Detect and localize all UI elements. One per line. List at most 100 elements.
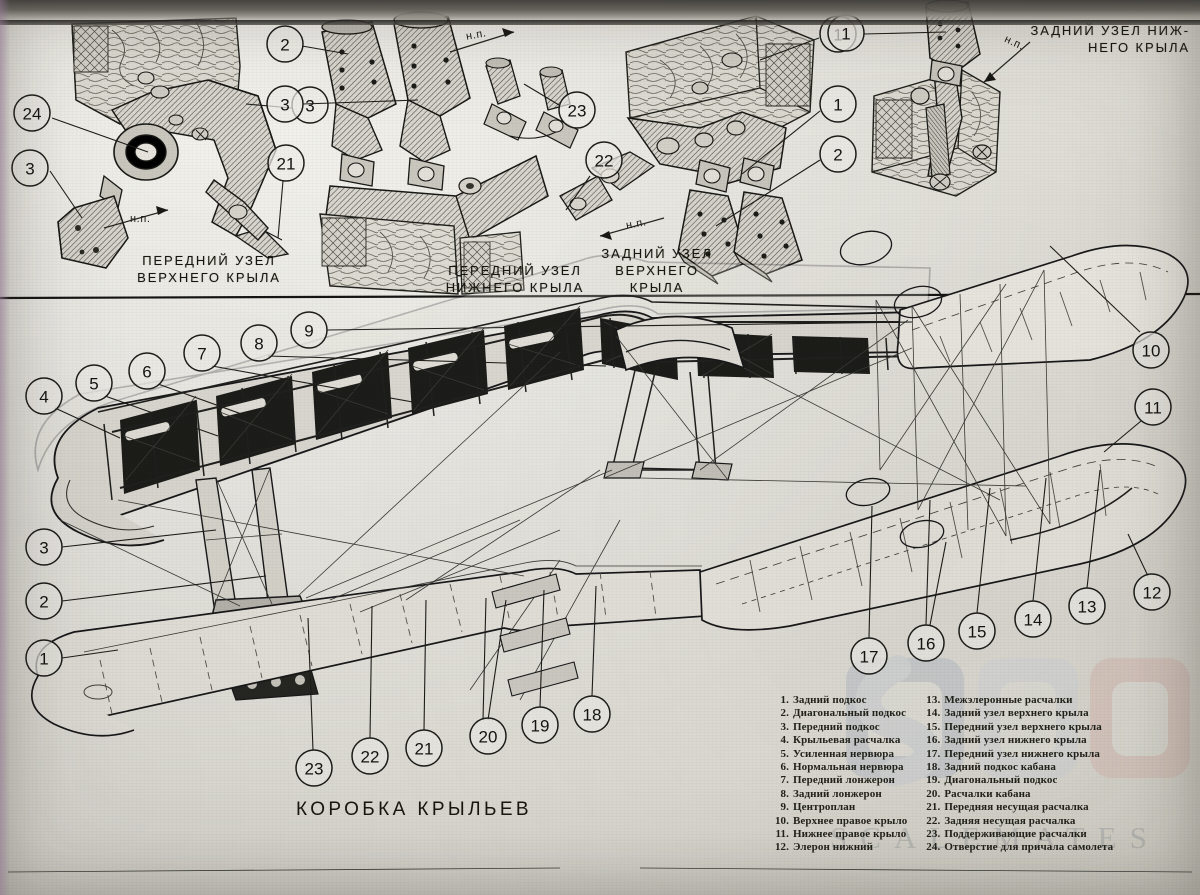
page-left-edge: [0, 0, 10, 895]
legend-item-text: Задний подкос: [793, 694, 867, 706]
svg-text:19: 19: [531, 717, 550, 736]
svg-text:2: 2: [39, 593, 48, 612]
callout-m13: 13: [1069, 470, 1105, 624]
panel-rear-node-lower-wing-art: [872, 0, 1030, 196]
legend-item-number: 22.: [926, 814, 941, 827]
legend-item: 6.Нормальная нервюра: [770, 761, 907, 774]
callout-m6: 6: [129, 353, 286, 430]
callout-p3-2: 2: [716, 136, 856, 226]
legend-item-text: Передний узел нижнего крыла: [944, 747, 1100, 760]
callout-m12: 12: [1128, 534, 1170, 610]
legend-item-number: 3.: [780, 720, 789, 733]
legend-item-text: Усиленная нервюра: [793, 747, 895, 760]
callout-m8: 8: [241, 325, 606, 366]
legend-item: 23.Поддерживающие расчалки: [921, 828, 1113, 841]
legend-item-number: 18.: [926, 761, 941, 774]
legend-item-text: Задняя несущая расчалка: [944, 814, 1076, 827]
legend-item: 5.Усиленная нервюра: [770, 748, 907, 761]
legend-item-number: 12.: [774, 841, 789, 854]
legend-item-text: Нижнее правое крыло: [793, 828, 907, 841]
svg-text:12: 12: [1143, 584, 1162, 603]
main-drawing-title: КОРОБКА КРЫЛЬЕВ: [296, 799, 532, 820]
page-footer: 18: [0, 860, 1200, 890]
legend-item: 24.Отверстие для причала самолета: [921, 841, 1113, 854]
callout-m10: 10: [1050, 246, 1169, 368]
legend-item-number: 23.: [926, 828, 941, 841]
legend-item-number: 1.: [780, 694, 789, 706]
svg-text:3: 3: [305, 97, 314, 116]
svg-text:15: 15: [968, 623, 987, 642]
legend-item-number: 24.: [926, 841, 941, 854]
legend-item: 1. Задний подкос: [770, 694, 907, 707]
page-top-edge-shadow: [0, 0, 1200, 22]
legend-item: 21.Передняя несущая расчалка: [921, 801, 1113, 814]
svg-text:3: 3: [280, 96, 289, 115]
callout-m9: 9: [291, 312, 912, 348]
callout-m22: 22: [352, 606, 388, 774]
legend-item-number: 10.: [774, 814, 789, 827]
callout-m4: 4: [26, 378, 120, 438]
callout-m2: 2: [26, 576, 266, 619]
panel-front-node-upper-wing-art: [58, 18, 288, 268]
legend-item: 20.Расчалки кабана: [921, 788, 1113, 801]
legend-item: 13.Межэлеронные расчалки: [921, 694, 1113, 707]
svg-text:18: 18: [583, 706, 602, 725]
legend-item-number: 8.: [780, 787, 789, 800]
legend-item-text: Диагональный подкос: [944, 774, 1058, 787]
legend-item-number: 19.: [926, 774, 941, 787]
legend-list-1: 1.Задний подкос 2.Диагональный подкос 3.…: [770, 694, 907, 855]
callout-m17: 17: [851, 506, 887, 674]
legend-item: 17.Передний узел нижнего крыла: [921, 748, 1113, 761]
legend-item: 16.Задний узел нижнего крыла: [921, 734, 1113, 747]
legend-item-text: Расчалки кабана: [944, 787, 1031, 800]
svg-text:11: 11: [1144, 399, 1162, 418]
callout-p3-1b: 1: [742, 86, 856, 174]
callout-p2-22: 22: [566, 142, 622, 210]
callout-m3: 3: [26, 529, 216, 565]
legend-item-number: 13.: [926, 694, 941, 706]
legend-item: 15.Передний узел верхнего крыла: [921, 721, 1113, 734]
svg-text:16: 16: [917, 635, 936, 654]
svg-text:22: 22: [361, 748, 380, 767]
svg-text:5: 5: [89, 375, 98, 394]
direction-label-panel1: н.п.: [130, 213, 151, 225]
svg-text:17: 17: [860, 648, 879, 667]
legend-item-text: Передний подкос: [793, 720, 880, 733]
callout-m14: 14: [1015, 478, 1051, 637]
legend-item-number: 17.: [926, 747, 941, 760]
legend-item-text: Поддерживающие расчалки: [944, 828, 1087, 841]
legend-item-number: 21.: [926, 801, 941, 814]
legend-item-text: Диагональный подкос: [793, 707, 907, 720]
svg-text:20: 20: [479, 728, 498, 747]
svg-text:3: 3: [39, 539, 48, 558]
legend-item: 10.Верхнее правое крыло: [770, 815, 907, 828]
legend-item-number: 6.: [780, 761, 789, 774]
caption-front-node-upper-wing: ПЕРЕДНИЙ УЗЕЛ ВЕРХНЕГО КРЫЛА: [137, 253, 281, 285]
svg-text:4: 4: [39, 388, 48, 407]
legend-item-text: Передний лонжерон: [793, 774, 895, 787]
parts-legend: 1.Задний подкос 2.Диагональный подкос 3.…: [770, 694, 1190, 855]
callout-p1-3a: 3: [12, 150, 82, 218]
legend-item: 8.Задний лонжерон: [770, 788, 907, 801]
panel-front-node-lower-wing-art: [320, 12, 578, 294]
callout-m5: 5: [76, 365, 218, 436]
callout-m23: 23: [296, 618, 332, 786]
watermark-text: SCALEMATES: [830, 820, 1160, 855]
wing-box-assembly: [32, 226, 1188, 736]
callout-m1: 1: [26, 640, 118, 676]
legend-item: 22.Задняя несущая расчалка: [921, 815, 1113, 828]
callout-p1-21: 21: [268, 145, 304, 238]
legend-item-text: Передний узел верхнего крыла: [944, 720, 1102, 733]
legend-item-text: Передняя несущая расчалка: [944, 801, 1089, 814]
callout-m21: 21: [406, 600, 442, 766]
callout-m19: 19: [522, 590, 558, 743]
caption-rear-node-lower-wing: ЗАДНИЙ УЗЕЛ НИЖ- НЕГО КРЫЛА: [1030, 23, 1190, 55]
svg-text:8: 8: [254, 335, 263, 354]
svg-text:21: 21: [415, 740, 434, 759]
legend-item: 11.Нижнее правое крыло: [770, 828, 907, 841]
svg-text:24: 24: [23, 105, 42, 124]
callout-m7: 7: [184, 335, 424, 404]
legend-item: 9.Центроплан: [770, 801, 907, 814]
